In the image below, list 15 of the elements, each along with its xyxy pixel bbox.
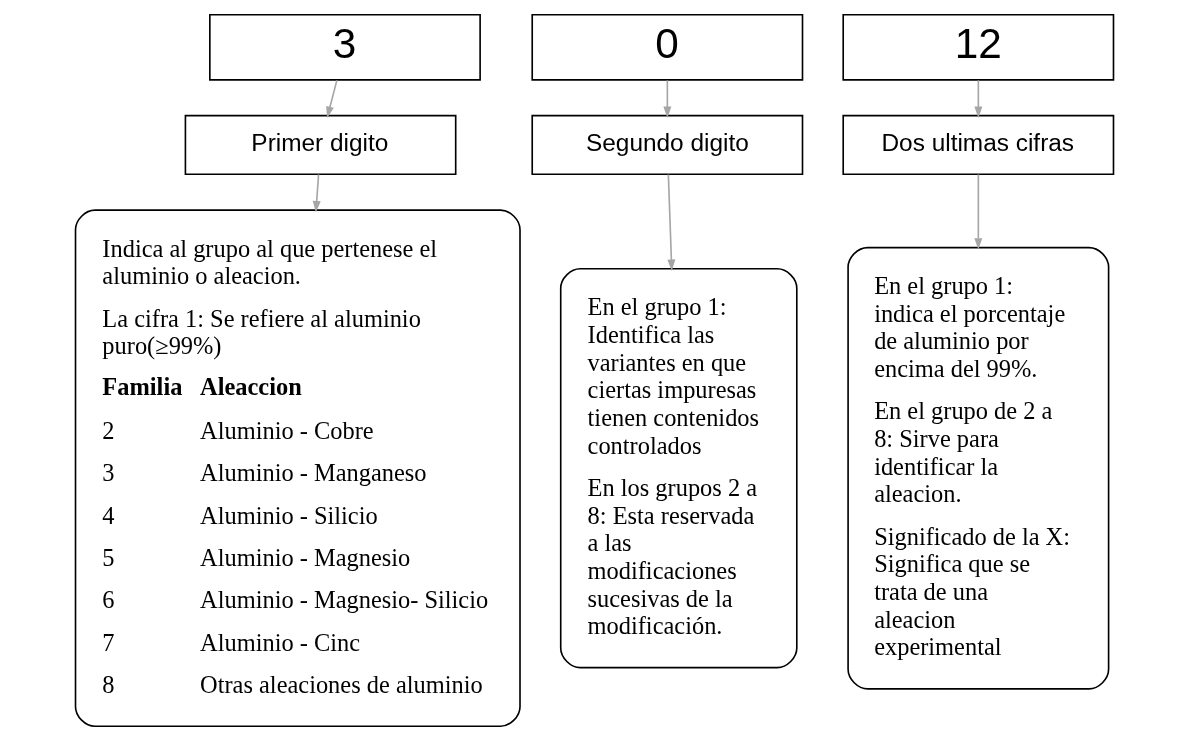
node-box: Dos ultimas cifras [842,114,1115,176]
node-box: 0 [531,13,804,81]
arrow [326,79,338,118]
node-box: 12 [842,13,1115,81]
node-box: 3 [209,13,481,81]
arrow [974,173,983,250]
node-box: Segundo digito [531,114,804,176]
node-box: En el grupo 1: Identifica las variantes en que ciertas impuresas tienen contenidos controlados En los grupos 2 a 8: Esta reservada a las modificaciones sucesivas de la modificación. [559,267,798,669]
node-box: Indica al grupo al que pertenese el aluminio o aleacion. La cifra 1: Se refiere al aluminio puro(≥99%) Familia Aleaccion 2 Aluminio - Cobre 3 Aluminio - Manganeso 4 Aluminio - Silicio 5 Aluminio - Magnesio 6 Aluminio - Magnesio- Silicio 7 Aluminio - Cinc 8 Otras aleaciones de aluminio [74,209,521,728]
node-box: En el grupo 1: indica el porcentaje de aluminio por encima del 99%. En el grupo de 2 a 8: Sirve para identificar la aleacion. Significado de la X: Significa que se trata de una aleacion experimental [847,246,1110,690]
arrow [312,173,321,213]
arrow [663,79,672,118]
arrow [974,79,983,118]
arrow [667,173,676,271]
node-box: Primer digito [184,114,457,176]
